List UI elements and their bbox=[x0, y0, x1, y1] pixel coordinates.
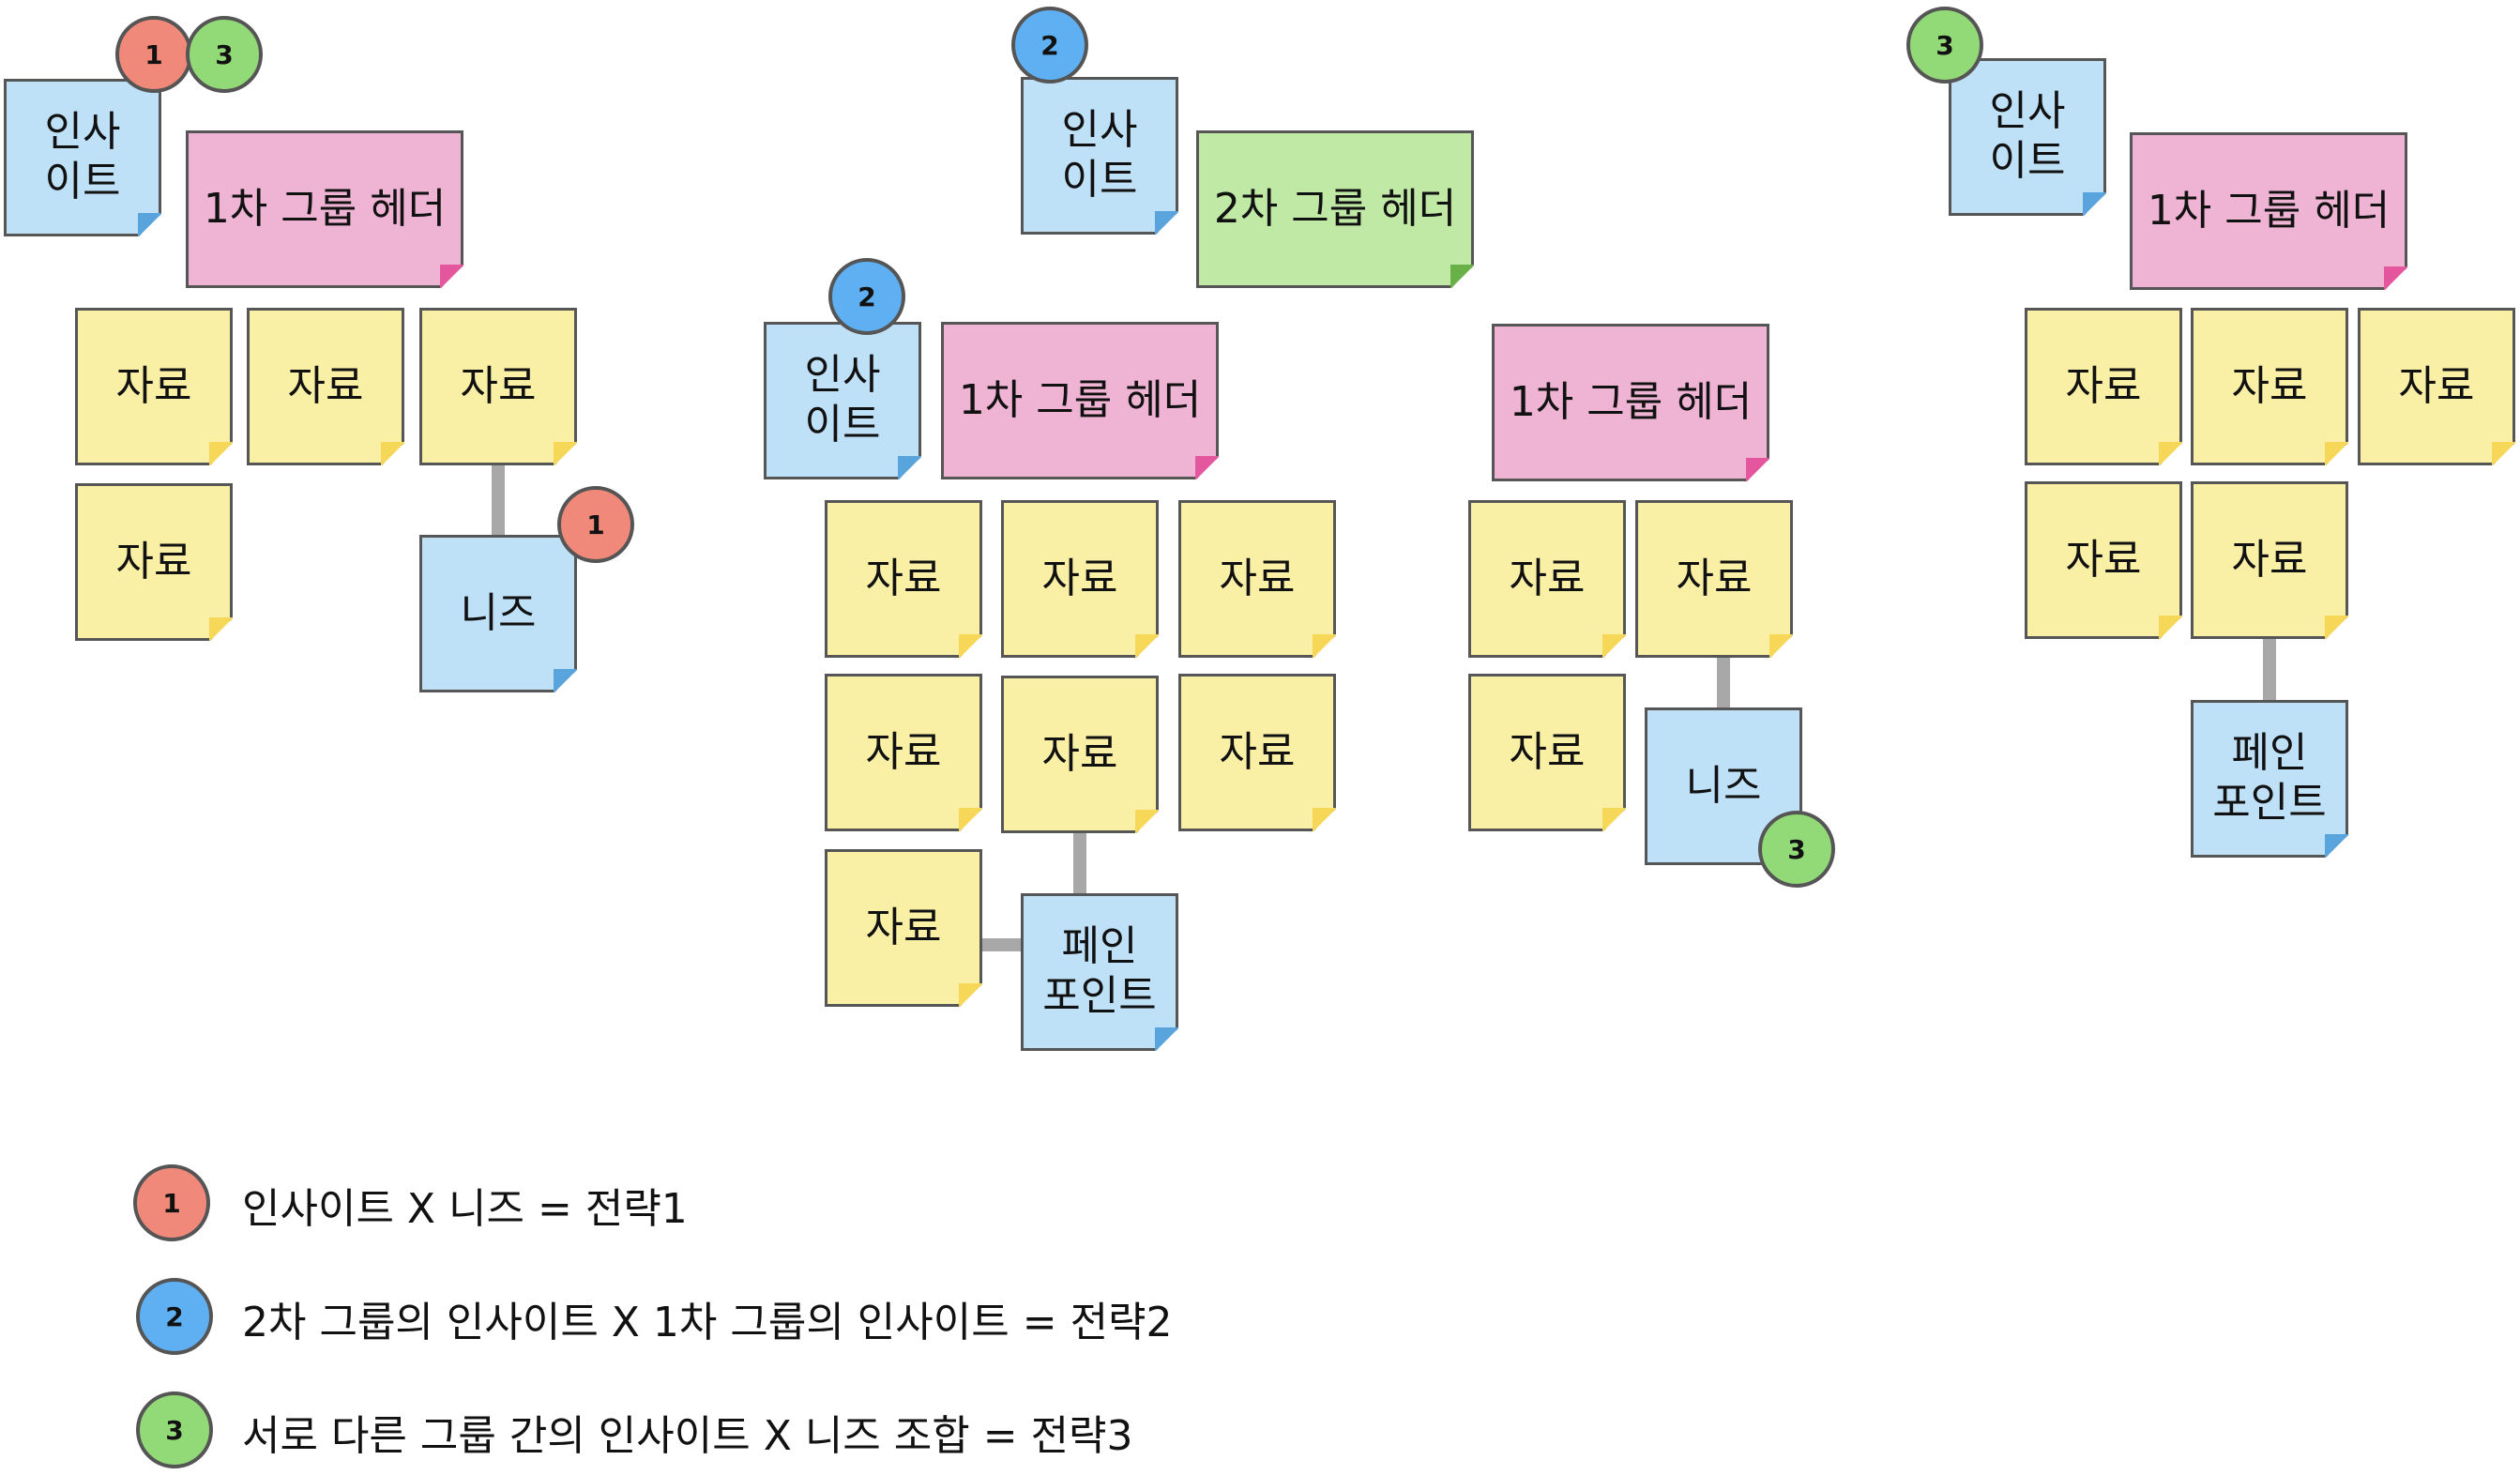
strategy2-badge: 2 bbox=[828, 258, 905, 335]
data-note: 자료 bbox=[1178, 674, 1336, 831]
painpoint-label: 페인 포인트 bbox=[1042, 922, 1157, 1020]
data-note: 자료 bbox=[1001, 676, 1159, 833]
badge-number: 3 bbox=[1936, 29, 1954, 61]
needs-note: 니즈 bbox=[419, 535, 577, 692]
header-label: 1차 그룹 헤더 bbox=[1509, 377, 1753, 426]
data-note: 자료 bbox=[1635, 500, 1793, 658]
data-label: 자료 bbox=[2231, 361, 2308, 410]
badge-number: 1 bbox=[144, 38, 163, 70]
group1-header-note: 1차 그룹 헤더 bbox=[186, 130, 463, 288]
data-note: 자료 bbox=[825, 674, 982, 831]
needs-label: 니즈 bbox=[460, 588, 537, 637]
data-label: 자료 bbox=[460, 361, 537, 410]
strategy3-badge: 3 bbox=[1758, 811, 1835, 888]
header-label: 1차 그룹 헤더 bbox=[2147, 186, 2391, 235]
data-note: 자료 bbox=[75, 483, 233, 641]
data-note: 자료 bbox=[825, 849, 982, 1007]
painpoint-note: 페인 포인트 bbox=[1021, 893, 1178, 1051]
strategy3-badge: 3 bbox=[186, 16, 263, 93]
legend-strategy1-text: 인사이트 X 니즈 = 전략1 bbox=[242, 1185, 688, 1233]
strategy3-badge: 3 bbox=[1906, 7, 1983, 84]
strategy1-badge: 1 bbox=[557, 486, 634, 563]
data-label: 자료 bbox=[2065, 535, 2142, 584]
data-note: 자료 bbox=[1001, 500, 1159, 658]
data-note: 자료 bbox=[825, 500, 982, 658]
strategy1-badge: 1 bbox=[115, 16, 192, 93]
badge-number: 2 bbox=[858, 281, 876, 312]
data-note: 자료 bbox=[2191, 308, 2348, 465]
connector-needs-left bbox=[492, 464, 505, 535]
data-label: 자료 bbox=[1219, 727, 1296, 776]
data-label: 자료 bbox=[865, 727, 942, 776]
insight-label: 인사 이트 bbox=[804, 351, 881, 449]
connector-painpoint-center-v bbox=[1073, 833, 1086, 893]
badge-number: 1 bbox=[162, 1187, 181, 1219]
header-label: 2차 그룹 헤더 bbox=[1213, 184, 1457, 233]
data-label: 자료 bbox=[2231, 535, 2308, 584]
legend-strategy3-text: 서로 다른 그룹 간의 인사이트 X 니즈 조합 = 전략3 bbox=[242, 1412, 1133, 1460]
painpoint-note: 페인 포인트 bbox=[2191, 700, 2348, 858]
strategy2-badge: 2 bbox=[1011, 7, 1088, 84]
badge-number: 3 bbox=[165, 1414, 184, 1446]
data-label: 자료 bbox=[2398, 361, 2475, 410]
data-note: 자료 bbox=[2191, 481, 2348, 639]
connector-painpoint-center-h bbox=[980, 938, 1024, 951]
legend-strategy3-badge: 3 bbox=[136, 1391, 213, 1468]
insight-note: 인사 이트 bbox=[764, 322, 921, 479]
header-label: 1차 그룹 헤더 bbox=[203, 184, 447, 233]
painpoint-label: 페인 포인트 bbox=[2212, 729, 2327, 827]
data-label: 자료 bbox=[2065, 361, 2142, 410]
data-label: 자료 bbox=[865, 903, 942, 951]
insight-note: 인사 이트 bbox=[1949, 58, 2106, 216]
badge-number: 3 bbox=[1787, 833, 1806, 865]
legend-strategy1-badge: 1 bbox=[133, 1164, 210, 1241]
data-label: 자료 bbox=[1509, 554, 1586, 602]
data-label: 자료 bbox=[115, 361, 192, 410]
data-label: 자료 bbox=[1676, 554, 1753, 602]
group1-header-note: 1차 그룹 헤더 bbox=[941, 322, 1219, 479]
data-note: 자료 bbox=[419, 308, 577, 465]
badge-number: 2 bbox=[1040, 29, 1059, 61]
data-note: 자료 bbox=[2025, 481, 2182, 639]
data-note: 자료 bbox=[2358, 308, 2515, 465]
connector-needs-center-right bbox=[1717, 655, 1730, 707]
insight-label: 인사 이트 bbox=[1989, 87, 2066, 185]
data-note: 자료 bbox=[75, 308, 233, 465]
insight-label: 인사 이트 bbox=[44, 108, 121, 205]
data-label: 자료 bbox=[1041, 729, 1118, 778]
badge-number: 2 bbox=[165, 1300, 184, 1332]
data-note: 자료 bbox=[247, 308, 404, 465]
data-label: 자료 bbox=[865, 554, 942, 602]
badge-number: 1 bbox=[586, 509, 605, 540]
legend-strategy2-badge: 2 bbox=[136, 1278, 213, 1355]
header-label: 1차 그룹 헤더 bbox=[958, 375, 1202, 424]
insight-label: 인사 이트 bbox=[1061, 106, 1138, 204]
group1-header-note: 1차 그룹 헤더 bbox=[1492, 324, 1769, 481]
group2-header-note: 2차 그룹 헤더 bbox=[1196, 130, 1474, 288]
data-note: 자료 bbox=[1468, 674, 1626, 831]
group1-header-note: 1차 그룹 헤더 bbox=[2130, 132, 2407, 290]
insight-note: 인사 이트 bbox=[4, 79, 161, 236]
legend-strategy2-text: 2차 그룹의 인사이트 X 1차 그룹의 인사이트 = 전략2 bbox=[242, 1299, 1173, 1346]
connector-painpoint-right bbox=[2263, 638, 2276, 700]
data-label: 자료 bbox=[1041, 554, 1118, 602]
data-label: 자료 bbox=[1219, 554, 1296, 602]
data-note: 자료 bbox=[1468, 500, 1626, 658]
insight-note: 인사 이트 bbox=[1021, 77, 1178, 235]
needs-label: 니즈 bbox=[1685, 761, 1762, 810]
data-label: 자료 bbox=[1509, 727, 1586, 776]
badge-number: 3 bbox=[215, 38, 234, 70]
data-label: 자료 bbox=[115, 537, 192, 585]
needs-note: 니즈 bbox=[1645, 707, 1802, 865]
data-label: 자료 bbox=[287, 361, 364, 410]
data-note: 자료 bbox=[2025, 308, 2182, 465]
data-note: 자료 bbox=[1178, 500, 1336, 658]
